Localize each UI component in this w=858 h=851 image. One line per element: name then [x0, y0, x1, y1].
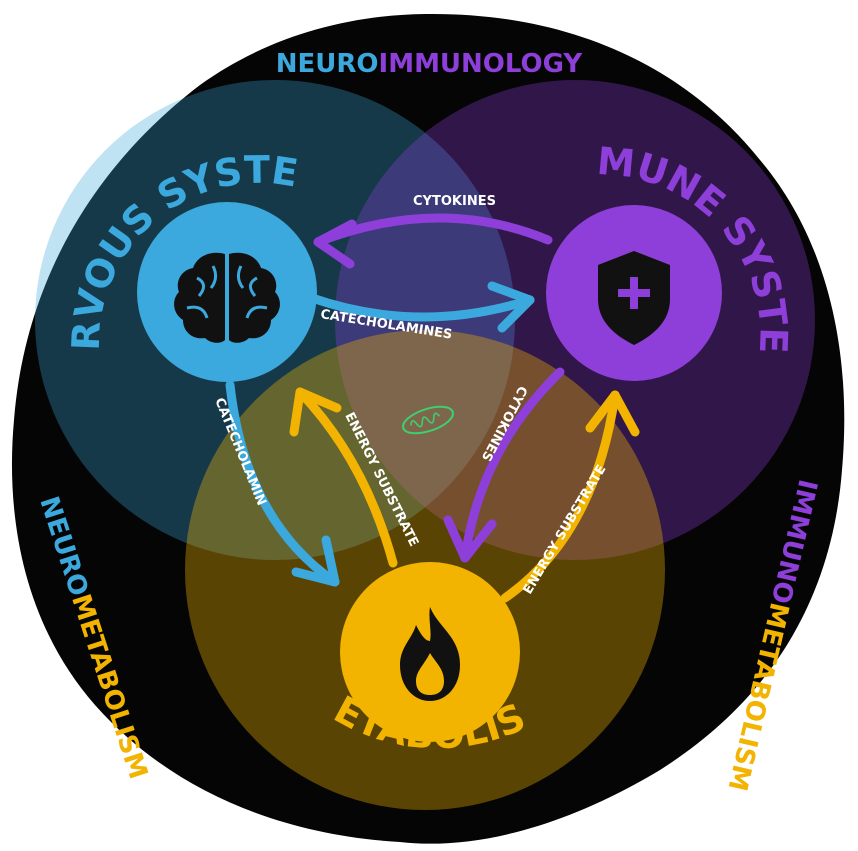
- arrow-energy-to-immune: [500, 390, 620, 603]
- arrow-catecholamines-to-immune: [307, 293, 535, 322]
- arrowhead-energy-to-immune: [585, 390, 640, 437]
- neuroimmunology-part1: NEURO: [276, 49, 379, 79]
- arrow-cytokines-to-metabolism: [460, 367, 565, 563]
- mitochondrion-icon: [402, 405, 454, 435]
- shield-plus-icon: [598, 251, 670, 345]
- arrowhead-catecholamines-to-immune: [487, 281, 535, 333]
- neuroimmunology-part2: IMMUNOLOGY: [379, 49, 584, 79]
- arrowhead-cytokines-to-nervous: [313, 219, 357, 269]
- arrowhead-energy-to-nervous: [289, 387, 342, 437]
- arrow-cytokines-to-nervous: [313, 213, 553, 247]
- flame-icon: [400, 607, 460, 701]
- metabolism-node: [340, 562, 520, 742]
- arrowhead-cytokines-to-metabolism: [443, 515, 497, 563]
- neuroimmunology-label: NEUROIMMUNOLOGY: [276, 49, 584, 79]
- label-cytokines-top: CYTOKINES: [413, 194, 496, 209]
- arrowhead-catecholamins-to-metabolism: [291, 535, 340, 587]
- immune-system-node: [546, 205, 722, 381]
- arrow-energy-to-nervous: [295, 387, 398, 568]
- nervous-system-node: [137, 202, 317, 382]
- brain-icon: [174, 252, 280, 343]
- arrow-catecholamins-to-metabolism: [225, 380, 340, 587]
